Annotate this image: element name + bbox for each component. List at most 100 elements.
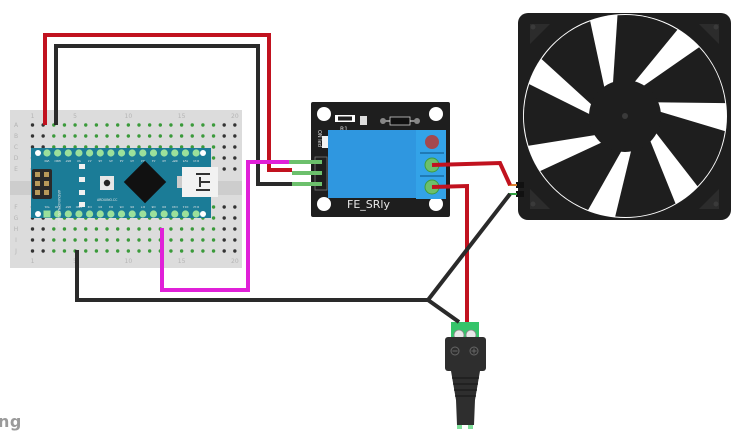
breadboard-hole[interactable] <box>211 134 216 138</box>
wire-signal[interactable] <box>160 160 289 292</box>
breadboard-hole[interactable] <box>94 145 99 149</box>
arduino-pin-rst[interactable] <box>64 210 72 218</box>
breadboard-hole[interactable] <box>84 145 88 149</box>
breadboard-hole[interactable] <box>190 227 194 231</box>
arduino-pin-rx0[interactable] <box>54 210 62 218</box>
breadboard-hole[interactable] <box>179 227 184 231</box>
arduino-pin-a5[interactable] <box>107 149 115 157</box>
breadboard-hole[interactable] <box>105 249 109 253</box>
breadboard-hole[interactable] <box>52 238 56 242</box>
breadboard-hole[interactable] <box>41 227 45 231</box>
breadboard-hole[interactable] <box>105 227 109 231</box>
arduino-pin-a0[interactable] <box>160 149 168 157</box>
arduino-pin-d3[interactable] <box>96 210 104 218</box>
breadboard-hole[interactable] <box>84 123 88 127</box>
arduino-pin-tx1[interactable] <box>43 210 51 218</box>
breadboard-hole[interactable] <box>222 145 226 149</box>
breadboard-hole[interactable] <box>62 123 67 127</box>
breadboard-hole[interactable] <box>179 134 184 138</box>
breadboard-hole[interactable] <box>190 145 194 149</box>
breadboard-hole[interactable] <box>169 249 173 253</box>
breadboard-hole[interactable] <box>41 145 45 149</box>
breadboard-hole[interactable] <box>126 123 131 127</box>
arduino-pin-5v[interactable] <box>75 149 83 157</box>
arduino-pin-gnd[interactable] <box>54 149 62 157</box>
breadboard-hole[interactable] <box>105 123 109 127</box>
breadboard-hole[interactable] <box>190 249 194 253</box>
breadboard-hole[interactable] <box>30 249 35 253</box>
breadboard-hole[interactable] <box>211 249 216 253</box>
breadboard-hole[interactable] <box>116 238 120 242</box>
breadboard-hole[interactable] <box>147 145 152 149</box>
breadboard-hole[interactable] <box>137 227 141 231</box>
breadboard-hole[interactable] <box>62 227 67 231</box>
breadboard-hole[interactable] <box>116 249 120 253</box>
breadboard-hole[interactable] <box>201 238 205 242</box>
breadboard-hole[interactable] <box>116 145 120 149</box>
breadboard-hole[interactable] <box>201 134 205 138</box>
breadboard-hole[interactable] <box>211 227 216 231</box>
breadboard-hole[interactable] <box>233 123 237 127</box>
arduino-pin-a3[interactable] <box>128 149 136 157</box>
breadboard-hole[interactable] <box>211 238 216 242</box>
arduino-pin-d9[interactable] <box>160 210 168 218</box>
breadboard-hole[interactable] <box>211 205 216 209</box>
breadboard-hole[interactable] <box>30 134 35 138</box>
breadboard-hole[interactable] <box>190 238 194 242</box>
arduino-pin-d2[interactable] <box>86 210 94 218</box>
breadboard-hole[interactable] <box>41 134 45 138</box>
breadboard-hole[interactable] <box>179 145 184 149</box>
breadboard-hole[interactable] <box>179 123 184 127</box>
breadboard-hole[interactable] <box>222 123 226 127</box>
arduino-pin-d7[interactable] <box>139 210 147 218</box>
breadboard-hole[interactable] <box>233 145 237 149</box>
wire-5v[interactable] <box>43 33 292 172</box>
breadboard-hole[interactable] <box>30 123 35 127</box>
breadboard-hole[interactable] <box>52 249 56 253</box>
breadboard-hole[interactable] <box>147 238 152 242</box>
breadboard-hole[interactable] <box>62 238 67 242</box>
breadboard-hole[interactable] <box>169 134 173 138</box>
breadboard-hole[interactable] <box>179 238 184 242</box>
breadboard-hole[interactable] <box>233 156 237 160</box>
breadboard-hole[interactable] <box>158 134 162 138</box>
arduino-pin-vin[interactable] <box>43 149 51 157</box>
arduino-pin-d4[interactable] <box>107 210 115 218</box>
breadboard-hole[interactable] <box>84 238 88 242</box>
breadboard-hole[interactable] <box>147 134 152 138</box>
breadboard-hole[interactable] <box>30 145 35 149</box>
breadboard-hole[interactable] <box>62 145 67 149</box>
breadboard-hole[interactable] <box>233 134 237 138</box>
breadboard-hole[interactable] <box>73 123 77 127</box>
arduino-pin-gnd[interactable] <box>75 210 83 218</box>
wire-gnd[interactable] <box>54 44 292 186</box>
breadboard-hole[interactable] <box>158 123 162 127</box>
breadboard-hole[interactable] <box>222 238 226 242</box>
breadboard-hole[interactable] <box>233 167 237 171</box>
wire-fan-ground[interactable] <box>426 192 512 302</box>
arduino-pin-ref[interactable] <box>171 149 179 157</box>
breadboard-hole[interactable] <box>41 249 45 253</box>
breadboard-hole[interactable] <box>52 145 56 149</box>
breadboard-hole[interactable] <box>147 227 152 231</box>
breadboard-hole[interactable] <box>73 145 77 149</box>
breadboard-hole[interactable] <box>201 123 205 127</box>
arduino-pin-d8[interactable] <box>149 210 158 218</box>
breadboard-hole[interactable] <box>126 227 131 231</box>
breadboard-hole[interactable] <box>116 123 120 127</box>
breadboard-hole[interactable] <box>211 123 216 127</box>
breadboard-hole[interactable] <box>222 216 226 220</box>
wire-fan-positive[interactable] <box>431 160 512 186</box>
breadboard-hole[interactable] <box>73 227 77 231</box>
breadboard-hole[interactable] <box>84 227 88 231</box>
breadboard-hole[interactable] <box>126 238 131 242</box>
arduino-pin-d6[interactable] <box>128 210 136 218</box>
breadboard-hole[interactable] <box>84 134 88 138</box>
arduino-pin-d12[interactable] <box>192 210 200 218</box>
breadboard-hole[interactable] <box>201 227 205 231</box>
breadboard-hole[interactable] <box>137 249 141 253</box>
breadboard-hole[interactable] <box>105 134 109 138</box>
wire-supply-positive[interactable] <box>431 183 469 322</box>
arduino-pin-a6[interactable] <box>96 149 104 157</box>
